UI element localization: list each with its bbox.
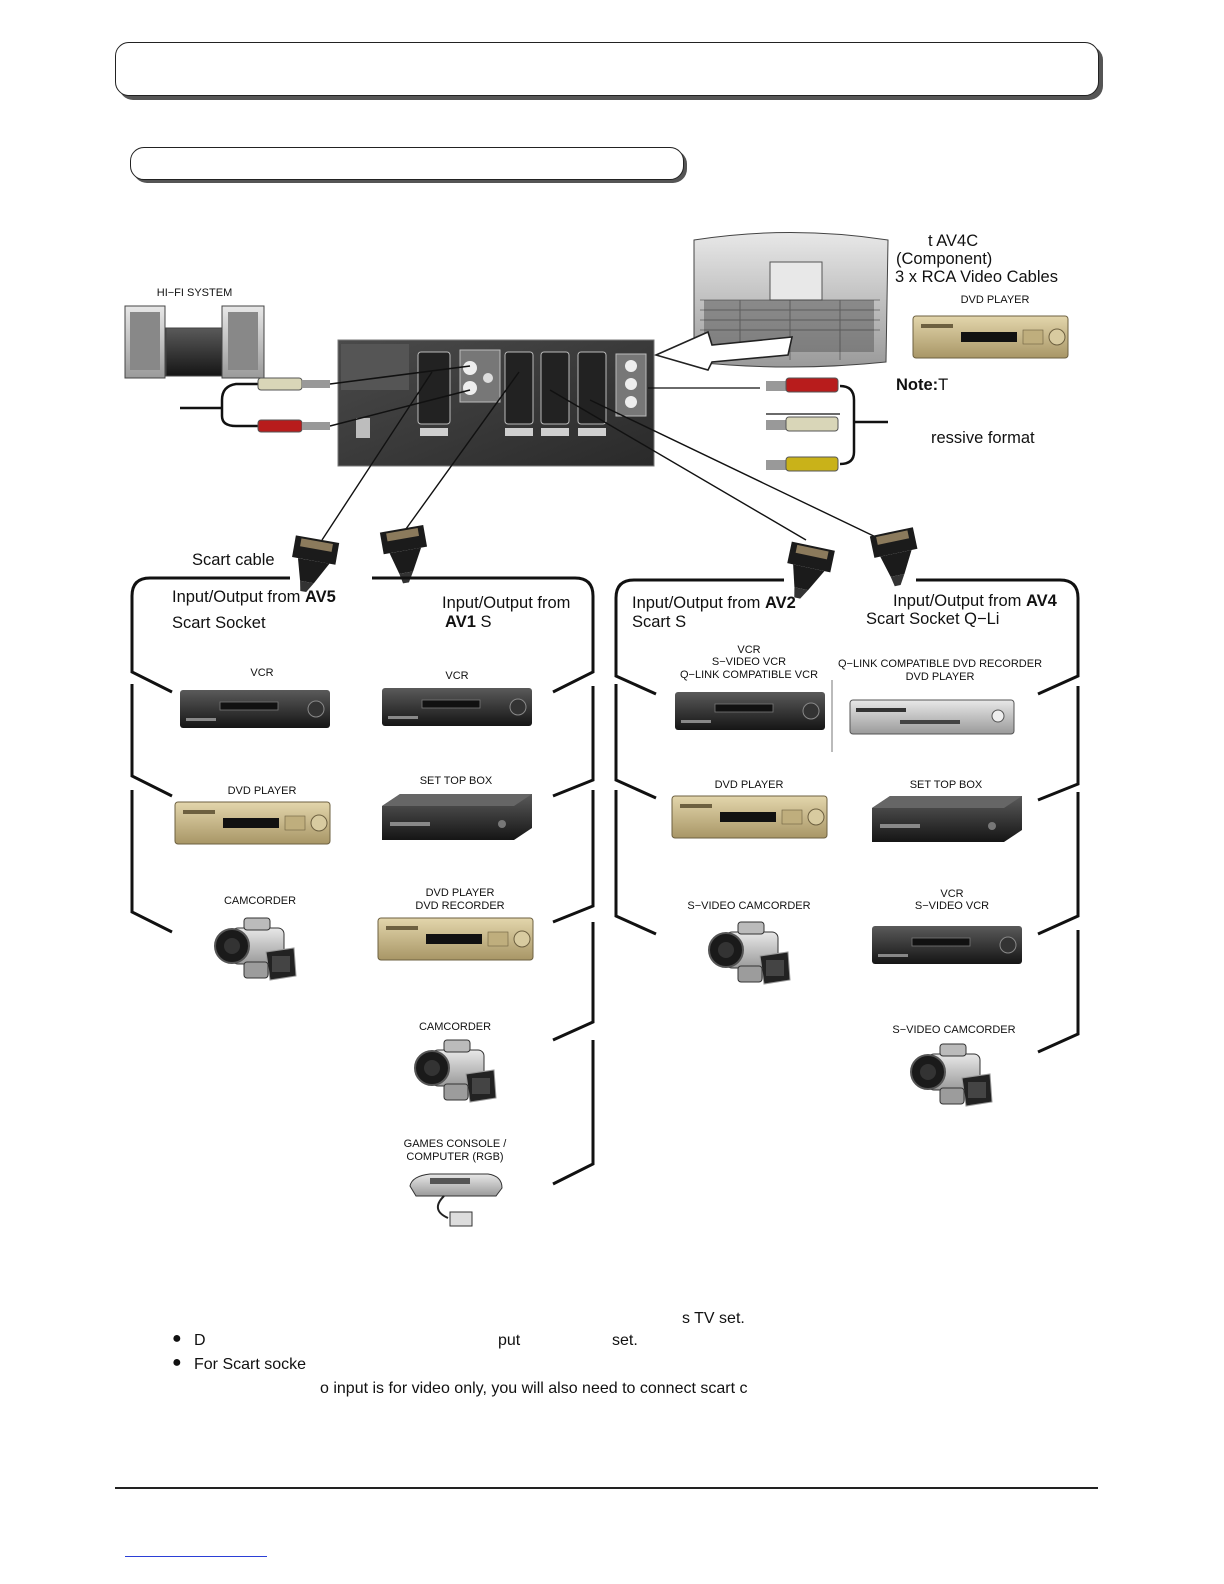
bottom-line-1: s TV set. — [682, 1310, 745, 1327]
dvd-player-top-image — [912, 315, 1069, 359]
av4-camcorder-image — [910, 1043, 993, 1107]
bullet-icon-1: ● — [172, 1330, 182, 1347]
rca-plug-red-left — [257, 419, 330, 433]
rca-plug-yellow-right — [766, 456, 839, 472]
av4-camcorder-label: S−VIDEO CAMCORDER — [892, 1024, 1016, 1036]
footer-rule — [115, 1487, 1098, 1489]
av2-vcr-label-2: S−VIDEO VCR — [711, 656, 787, 668]
bottom-line-4: o input is for video only, you will also… — [320, 1380, 748, 1397]
av1-heading-bold: AV1 — [445, 613, 476, 631]
footer-link-underline[interactable] — [125, 1556, 267, 1557]
av5-camcorder-label: CAMCORDER — [223, 895, 297, 907]
av2-heading-line2: Scart S — [632, 613, 687, 631]
av4-dvd-recorder-label-2: DVD PLAYER — [905, 671, 975, 683]
rca-plug-white-left — [257, 377, 330, 391]
av4-heading: Input/Output from AV4 — [893, 591, 1057, 611]
av4-heading-prefix: Input/Output from — [893, 592, 1026, 610]
av1-dvd-image — [377, 917, 534, 961]
tv-rear-image — [653, 232, 889, 371]
av2-vcr-label-1: VCR — [737, 644, 761, 656]
av1-heading: Input/Output from — [442, 594, 571, 612]
av2-camcorder-image — [708, 921, 791, 985]
scart-cable-label: Scart cable — [192, 551, 275, 569]
scart-lead-lines — [321, 371, 883, 541]
av5-dvd-label: DVD PLAYER — [227, 785, 297, 797]
bullet-2-text: For Scart socke — [194, 1356, 307, 1373]
av2-heading-prefix: Input/Output from — [632, 594, 765, 612]
scart-plug-av4 — [869, 527, 925, 590]
bracket-av2-av4 — [614, 578, 1080, 1054]
bullet-1-part-b: put — [498, 1332, 521, 1349]
av2-vcr-label-3: Q−LINK COMPATIBLE VCR — [679, 669, 819, 681]
av1-set-top-box-image — [382, 794, 532, 840]
section-banner — [130, 147, 684, 180]
av5-camcorder-image — [214, 917, 297, 981]
av4-dvd-recorder-image — [849, 699, 1015, 735]
av5-dvd-image — [174, 801, 331, 845]
rca-plug-white-right — [766, 416, 839, 432]
av4-vcr-label-1: VCR — [940, 888, 964, 900]
av1-heading-rest: S — [475, 613, 492, 631]
title-banner — [115, 42, 1099, 96]
av4c-label: t AV4C — [928, 232, 979, 250]
bullet-icon-2: ● — [172, 1354, 182, 1371]
av1-dvd-label-1: DVD PLAYER — [425, 887, 495, 899]
bullet-1-part-a: D — [194, 1332, 206, 1349]
av2-dvd-image — [671, 795, 828, 839]
av4-set-top-box-image — [872, 796, 1022, 842]
av5-heading: Input/Output from AV5 — [172, 587, 336, 607]
av2-vcr-image — [674, 691, 826, 731]
av1-games-label-1: GAMES CONSOLE / — [403, 1138, 507, 1150]
av5-heading-prefix: Input/Output from — [172, 588, 305, 606]
av2-camcorder-label: S−VIDEO CAMCORDER — [687, 900, 811, 912]
av1-vcr-image — [381, 687, 533, 727]
hifi-rca-cables — [180, 365, 471, 428]
av1-games-label-2: COMPUTER (RGB) — [406, 1151, 504, 1163]
av5-heading-bold: AV5 — [304, 588, 336, 606]
rca-plug-red-right — [766, 377, 839, 393]
note-label: Note: — [896, 376, 939, 394]
component-label: (Component) — [896, 250, 993, 268]
bracket-av5-av1 — [130, 576, 595, 1186]
av1-camcorder-label: CAMCORDER — [418, 1021, 492, 1033]
note-text: Note:T — [896, 375, 948, 395]
av2-heading: Input/Output from AV2 — [632, 593, 796, 613]
av2-heading-bold: AV2 — [764, 594, 796, 612]
av4-heading-line2: Scart Socket Q−Li — [866, 610, 1000, 628]
av2-dvd-label: DVD PLAYER — [714, 779, 784, 791]
hifi-label: HI−FI SYSTEM — [156, 287, 233, 299]
av1-camcorder-image — [414, 1039, 497, 1103]
av1-heading-line2: AV1 S — [445, 612, 491, 632]
av1-games-console-image — [409, 1173, 503, 1227]
dvd-player-top-label: DVD PLAYER — [960, 294, 1030, 306]
av4-vcr-label-2: S−VIDEO VCR — [914, 900, 990, 912]
component-rca-cables — [648, 384, 888, 466]
av4-heading-bold: AV4 — [1025, 592, 1057, 610]
av5-vcr-image — [179, 689, 331, 729]
bullet-1-part-c: set. — [612, 1332, 638, 1349]
av4-set-top-box-label: SET TOP BOX — [909, 779, 983, 791]
av4-dvd-recorder-label-1: Q−LINK COMPATIBLE DVD RECORDER — [837, 658, 1043, 670]
av1-set-top-box-label: SET TOP BOX — [419, 775, 493, 787]
av5-vcr-label: VCR — [250, 667, 274, 679]
rca-cables-label: 3 x RCA Video Cables — [895, 268, 1058, 286]
av1-vcr-label: VCR — [445, 670, 469, 682]
progressive-text: ressive format — [931, 429, 1035, 447]
av1-dvd-label-2: DVD RECORDER — [415, 900, 505, 912]
av4-vcr-image — [871, 925, 1023, 965]
av5-heading-line2: Scart Socket — [172, 614, 266, 632]
hifi-system-image — [124, 305, 265, 379]
note-rest: T — [938, 376, 949, 394]
